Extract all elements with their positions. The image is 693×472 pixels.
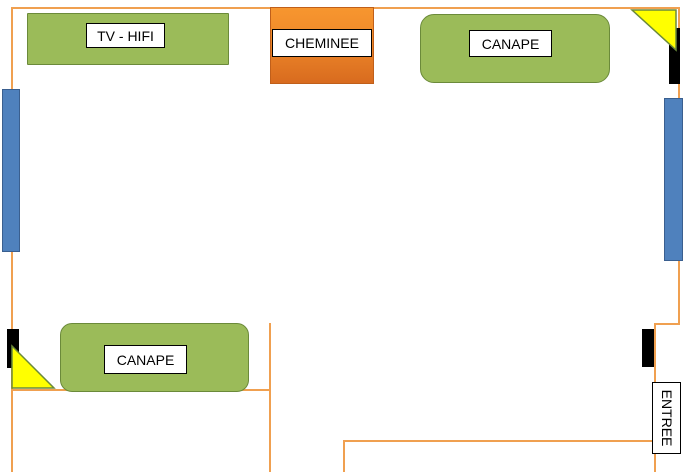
speaker-top-right bbox=[669, 28, 680, 84]
entree-label: ENTREE bbox=[658, 389, 675, 447]
wall-hallway-left bbox=[343, 440, 345, 472]
canape-top-label: CANAPE bbox=[469, 30, 552, 57]
window-right bbox=[664, 98, 683, 261]
lamp-top-right-icon bbox=[630, 9, 677, 52]
lamp-bottom-left-icon bbox=[11, 344, 56, 389]
wall-partition-vertical bbox=[269, 323, 271, 472]
cheminee-label: CHEMINEE bbox=[272, 29, 372, 57]
speaker-right-lower bbox=[642, 329, 654, 367]
wall-hallway-top bbox=[343, 440, 656, 442]
tv-hifi-label: TV - HIFI bbox=[86, 23, 165, 48]
wall-right-step bbox=[654, 323, 680, 325]
canape-bottom-label: CANAPE bbox=[104, 345, 187, 374]
window-left bbox=[2, 89, 20, 252]
entree-label-box: ENTREE bbox=[652, 382, 681, 454]
